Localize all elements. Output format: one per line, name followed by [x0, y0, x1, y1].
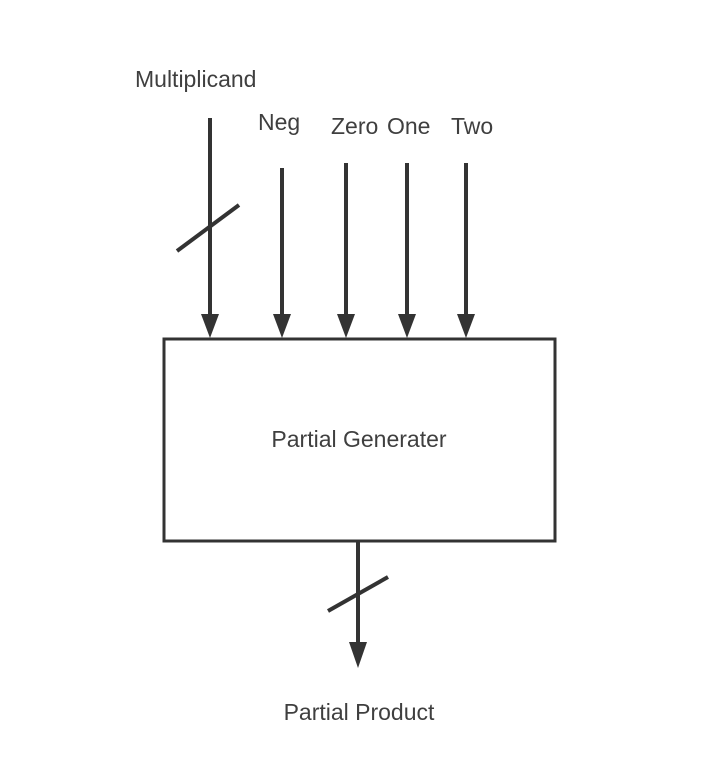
two-arrow [457, 163, 475, 338]
one-label: One [387, 113, 430, 139]
multiplicand-label: Multiplicand [135, 66, 256, 92]
two-label: Two [451, 113, 493, 139]
zero-arrow [337, 163, 355, 338]
neg-label: Neg [258, 109, 300, 135]
neg-arrow [273, 168, 291, 338]
multiplicand-arrow [201, 118, 219, 338]
partial-product-bus-slash [327, 575, 389, 613]
zero-label: Zero [331, 113, 378, 139]
partial-product-arrow [349, 541, 367, 668]
partial-generator-label: Partial Generater [271, 426, 446, 452]
partial-product-label: Partial Product [284, 699, 435, 725]
one-arrow [398, 163, 416, 338]
multiplicand-bus-slash [175, 203, 241, 253]
